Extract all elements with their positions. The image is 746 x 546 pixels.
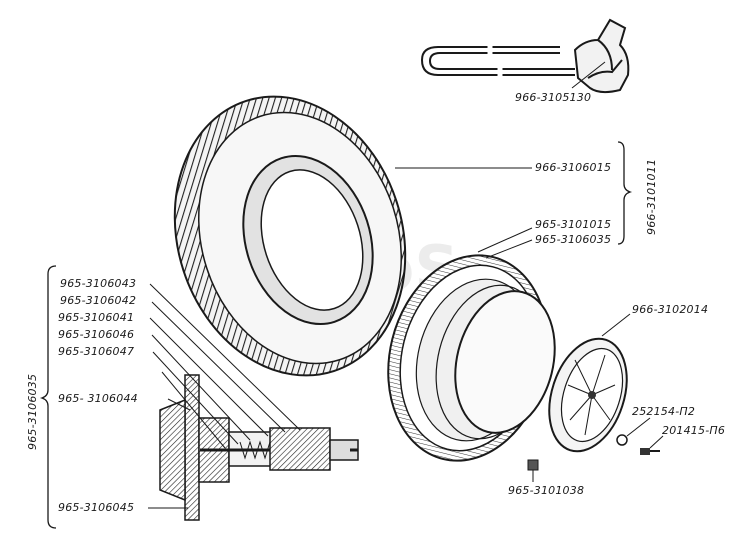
label-valve-43: 965-3106043 [60, 277, 136, 290]
label-hubcap: 966-3102014 [632, 303, 708, 316]
label-washer: 252154-П2 [632, 405, 695, 418]
label-valve-47: 965-3106047 [58, 345, 134, 358]
tire-drawing [173, 95, 407, 377]
label-rim-2: 965-3106035 [535, 233, 611, 246]
label-valve-41: 965-3106041 [58, 311, 134, 324]
washer-drawing [616, 434, 628, 446]
leader-rim-2 [485, 239, 533, 259]
label-rim-1: 965-3101015 [535, 218, 611, 231]
label-valve-45: 965-3106045 [58, 501, 134, 514]
label-valve-44: 965- 3106044 [58, 392, 138, 405]
label-valve-42: 965-3106042 [60, 294, 136, 307]
leader-clamp [571, 61, 606, 89]
label-nut: 965-3101038 [508, 484, 584, 497]
screw-drawing [640, 448, 660, 455]
label-valve-46: 965-3106046 [58, 328, 134, 341]
bracket-tire-assembly [617, 141, 633, 245]
nut-drawing [527, 459, 539, 471]
label-valve-group: 965-3106035 [26, 374, 39, 450]
leader-rim-1 [477, 227, 533, 253]
label-clamp: 966-3105130 [515, 91, 591, 104]
rim-drawing [387, 254, 556, 462]
valve-leaders [148, 283, 301, 509]
label-tire: 966-3106015 [535, 161, 611, 174]
tire-clamp-drawing [420, 18, 630, 94]
valve-assembly-drawing [159, 374, 359, 521]
leader-screw [649, 435, 664, 449]
leader-washer [626, 417, 651, 437]
label-screw: 201415-П6 [662, 424, 725, 437]
bracket-valve-group [39, 265, 57, 529]
label-tire-assembly: 966-3101011 [645, 159, 658, 235]
leader-hubcap [601, 313, 631, 337]
hubcap-drawing [548, 337, 628, 453]
